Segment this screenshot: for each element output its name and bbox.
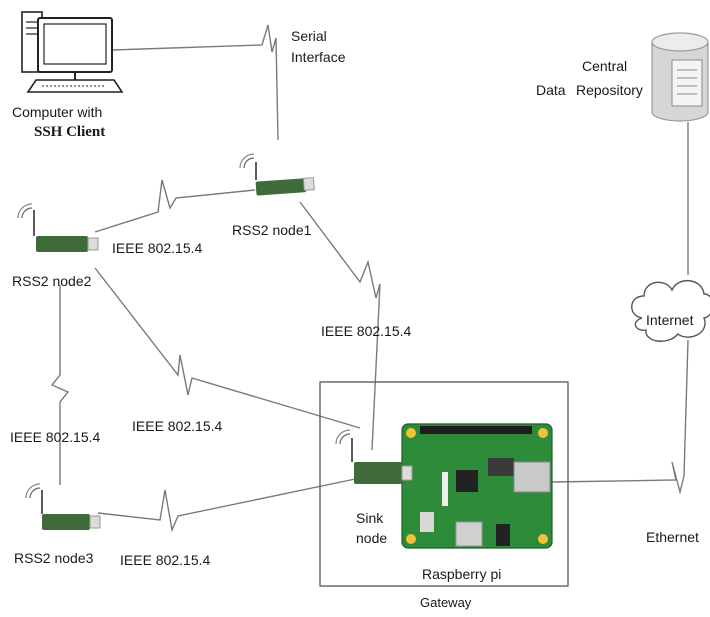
cloud-icon xyxy=(631,280,710,342)
link-node3-sink xyxy=(97,477,361,533)
node3-label: RSS2 node3 xyxy=(14,550,94,566)
node2-label: RSS2 node2 xyxy=(12,273,92,289)
link-label-node1-sink: IEEE 802.15.4 xyxy=(321,323,412,339)
raspberry-pi-board xyxy=(401,423,553,549)
node1-label: RSS2 node1 xyxy=(232,222,312,238)
link-label-node3-sink: IEEE 802.15.4 xyxy=(120,552,211,568)
sink-label-line2: node xyxy=(356,530,388,546)
link-node2-gateway xyxy=(94,267,361,429)
gateway-box xyxy=(319,381,569,587)
ethernet-link xyxy=(551,339,689,495)
raspberry-pi-label: Raspberry pi xyxy=(422,566,502,582)
serial-label-line2: Interface xyxy=(291,49,346,65)
ethernet-label: Ethernet xyxy=(646,529,699,545)
computer-monitor-icon xyxy=(21,11,124,93)
link-node2-node3 xyxy=(50,285,70,485)
rss2-node1-device xyxy=(239,153,315,196)
repository-label-repository: Repository xyxy=(576,82,643,98)
link-label-node2-node3: IEEE 802.15.4 xyxy=(10,429,101,445)
internet-label: Internet xyxy=(646,312,694,328)
link-node2-node1 xyxy=(94,179,256,233)
computer-label-line2: SSH Client xyxy=(34,124,106,140)
link-label-node2-gateway: IEEE 802.15.4 xyxy=(132,418,223,434)
serial-link xyxy=(111,24,279,141)
serial-label-line1: Serial xyxy=(291,28,327,44)
link-label-node2-node1: IEEE 802.15.4 xyxy=(112,240,203,256)
gateway-label: Gateway xyxy=(420,595,472,610)
connections xyxy=(50,24,689,533)
link-node1-sink xyxy=(299,201,381,451)
rss2-node2-device xyxy=(17,203,99,252)
sink-label-line1: Sink xyxy=(356,510,384,526)
repository-label-line1: Central xyxy=(582,58,628,74)
sink-node-device xyxy=(335,429,413,484)
database-cylinder-icon xyxy=(651,32,709,122)
rss2-node3-device xyxy=(25,483,101,530)
computer-label-line1: Computer with xyxy=(12,104,103,120)
repository-label-data: Data xyxy=(536,82,566,98)
